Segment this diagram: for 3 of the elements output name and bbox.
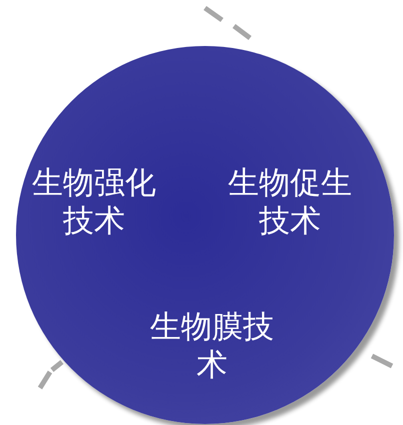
circle-text: 生物促生技术	[227, 164, 353, 240]
circle-text: 生物膜技术	[149, 308, 275, 384]
circle-text: 生物强化技术	[31, 164, 157, 240]
